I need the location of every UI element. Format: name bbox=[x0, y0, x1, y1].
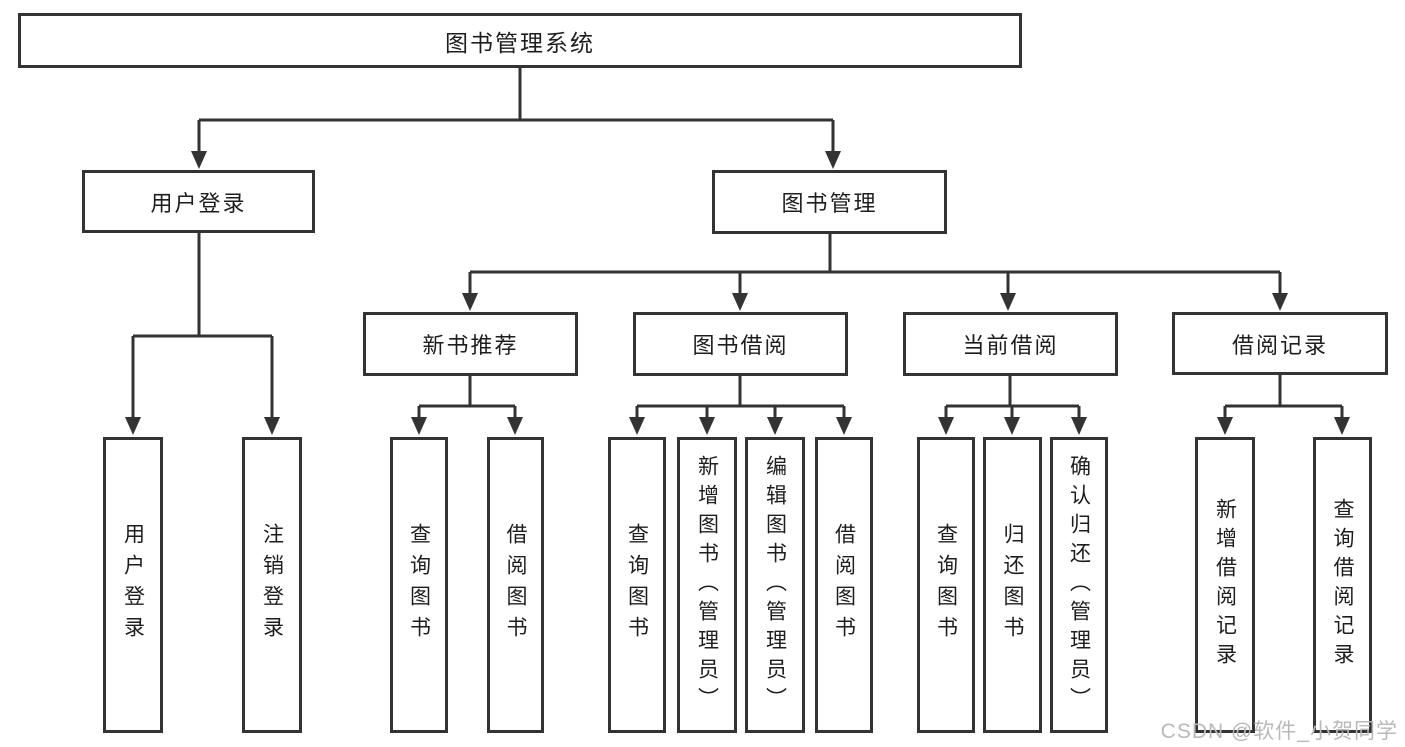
node-label: 注销登录 bbox=[260, 523, 284, 647]
node-label: 借阅图书 bbox=[504, 523, 527, 647]
node-label: 查询图书 bbox=[407, 523, 431, 647]
edge-book-borrow-to-leaves bbox=[635, 376, 846, 419]
node-label: 借阅图书 bbox=[832, 523, 856, 647]
leaf-query-books-borrowing: 查询图书 bbox=[608, 437, 666, 733]
leaf-user-login: 用户登录 bbox=[103, 437, 163, 733]
edge-borrow-record-to-leaves bbox=[1223, 375, 1344, 419]
node-label: 图书管理 bbox=[781, 191, 878, 216]
arrowhead bbox=[462, 293, 478, 311]
node-library-management-system: 图书管理系统 bbox=[18, 13, 1022, 68]
leaf-add-borrow-record: 新增借阅记录 bbox=[1195, 437, 1255, 733]
arrowhead bbox=[1217, 417, 1233, 435]
leaf-borrow-books-recommend: 借阅图书 bbox=[487, 437, 544, 733]
node-user-login-group: 用户登录 bbox=[82, 170, 315, 233]
arrowhead bbox=[1004, 417, 1020, 435]
node-label: 用户登录 bbox=[121, 523, 145, 647]
node-label: 归还图书 bbox=[1001, 523, 1024, 647]
leaf-query-borrow-record: 查询借阅记录 bbox=[1313, 437, 1372, 733]
node-label: 确认归还（管理员） bbox=[1067, 454, 1091, 716]
leaf-edit-books-admin: 编辑图书（管理员） bbox=[745, 437, 805, 733]
arrowhead bbox=[825, 151, 841, 169]
leaf-return-books: 归还图书 bbox=[983, 437, 1042, 733]
edge-current-borrow-to-leaves bbox=[944, 376, 1081, 419]
node-label: 图书借阅 bbox=[692, 333, 789, 358]
node-current-borrowing: 当前借阅 bbox=[903, 312, 1118, 376]
node-book-borrowing: 图书借阅 bbox=[633, 312, 848, 376]
arrowhead bbox=[125, 417, 141, 435]
node-new-book-recommend: 新书推荐 bbox=[363, 312, 578, 376]
arrowhead bbox=[191, 151, 207, 169]
leaf-query-books-recommend: 查询图书 bbox=[390, 437, 448, 733]
arrowhead bbox=[1334, 417, 1350, 435]
node-label: 借阅记录 bbox=[1231, 332, 1328, 358]
arrowhead bbox=[836, 417, 852, 435]
leaf-logout: 注销登录 bbox=[242, 437, 302, 733]
edge-user-login-to-leaves bbox=[131, 233, 274, 419]
node-label: 查询图书 bbox=[934, 523, 958, 647]
arrowhead bbox=[264, 417, 280, 435]
arrowhead bbox=[411, 417, 427, 435]
node-label: 新增借阅记录 bbox=[1213, 498, 1237, 672]
edge-new-book-rec-to-leaves bbox=[417, 376, 517, 419]
arrowhead bbox=[732, 293, 748, 311]
node-label: 查询借阅记录 bbox=[1331, 498, 1354, 672]
leaf-borrow-books: 借阅图书 bbox=[815, 437, 873, 733]
node-label: 新书推荐 bbox=[422, 333, 519, 358]
leaf-confirm-return-admin: 确认归还（管理员） bbox=[1050, 437, 1108, 733]
arrowhead bbox=[699, 417, 715, 435]
node-book-management: 图书管理 bbox=[712, 170, 947, 234]
leaf-add-books-admin: 新增图书（管理员） bbox=[677, 437, 737, 733]
node-label: 用户登录 bbox=[150, 190, 247, 216]
arrowhead bbox=[629, 417, 645, 435]
edge-root-to-level2 bbox=[197, 68, 835, 153]
edge-book-mgmt-to-level3 bbox=[468, 234, 1282, 295]
arrowhead bbox=[1071, 417, 1087, 435]
arrowhead bbox=[1000, 293, 1016, 311]
arrowhead bbox=[938, 417, 954, 435]
arrowhead bbox=[767, 417, 783, 435]
node-borrowing-records: 借阅记录 bbox=[1172, 312, 1388, 375]
node-label: 当前借阅 bbox=[962, 333, 1059, 358]
leaf-query-books-current: 查询图书 bbox=[917, 437, 975, 733]
node-label: 查询图书 bbox=[625, 523, 649, 647]
node-label: 编辑图书（管理员） bbox=[763, 454, 787, 716]
node-label: 图书管理系统 bbox=[445, 29, 595, 56]
arrowhead bbox=[507, 417, 523, 435]
csdn-watermark: CSDN @软件_小贺同学 bbox=[1160, 720, 1398, 743]
arrowheads bbox=[125, 151, 1350, 435]
node-label: 新增图书（管理员） bbox=[695, 454, 719, 716]
arrowhead bbox=[1272, 293, 1288, 311]
